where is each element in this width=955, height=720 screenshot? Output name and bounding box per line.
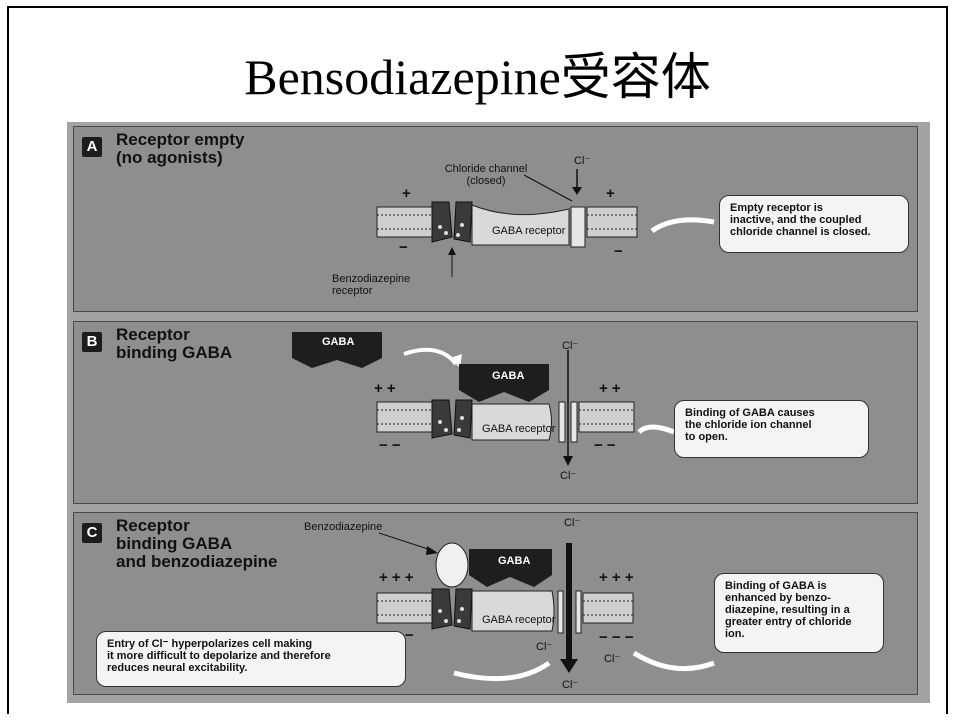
gaba-free-label: GABA <box>322 336 355 348</box>
membrane-left <box>376 206 433 238</box>
panel-b: B Receptor binding GABA <box>73 321 918 504</box>
callout-b-arrow <box>637 424 675 435</box>
gaba-receptor-shape <box>471 403 552 441</box>
panel-a-plus-right: + <box>606 185 615 202</box>
gaba-bound-label: GABA <box>492 370 525 382</box>
chloride-channel-open <box>558 401 566 443</box>
panel-b-receptor-label: GABA receptor <box>482 423 556 435</box>
panel-b-callout: Binding of GABA causes the chloride ion … <box>674 400 869 458</box>
panel-b-minus-right: − − <box>594 437 616 454</box>
panel-b-badge: B <box>82 332 102 352</box>
panel-c-cl-mid: Cl⁻ <box>562 679 579 691</box>
gaba-receptor-shape <box>471 204 570 246</box>
panel-b-plus-left: + + <box>374 380 396 397</box>
membrane-right <box>586 206 638 238</box>
panel-c-minus-right: − − − <box>599 629 634 646</box>
panel-a-plus-left: + <box>402 185 411 202</box>
membrane-right <box>582 592 634 624</box>
panel-a-diagram <box>376 169 715 277</box>
membrane-left <box>376 401 433 433</box>
panel-c-badge: C <box>82 523 102 543</box>
chloride-channel-pointer <box>523 174 573 202</box>
benzodiazepine-molecule <box>435 542 469 588</box>
chloride-channel-open <box>557 590 564 634</box>
panel-c-plus-left: + + + <box>379 569 414 586</box>
gaba-bound-shape <box>469 549 552 587</box>
panel-c-plus-right: + + + <box>599 569 634 586</box>
panel-a-minus-right: − <box>614 243 623 260</box>
panel-a-title: Receptor empty (no agonists) <box>116 130 245 167</box>
slide-title: Bensodiazepine受容体 <box>244 49 711 105</box>
gaba-label: GABA <box>498 555 531 567</box>
chloride-channel <box>570 206 586 248</box>
callout-a-arrow <box>650 217 715 234</box>
membrane-left <box>376 592 433 624</box>
panel-c-title: Receptor binding GABA and benzodiazepine <box>116 516 278 571</box>
gaba-bound-shape <box>459 364 549 402</box>
gaba-receptor-shape <box>471 590 555 632</box>
panel-a-receptor-label: GABA receptor <box>492 225 566 237</box>
benzodiazepine-receptor-label: Benzodiazepine receptor <box>332 273 411 297</box>
chloride-channel-label: Chloride channel (closed) <box>444 163 528 187</box>
callout-c-right-arrow <box>632 650 715 672</box>
panel-a-badge: A <box>82 137 102 157</box>
panel-b-plus-right: + + <box>599 380 621 397</box>
gaba-free-shape <box>292 332 382 368</box>
benzodiazepine-receptor-shape <box>431 588 473 630</box>
panel-c: C Receptor binding GABA and benzodiazepi… <box>73 512 918 695</box>
panel-c-callout-left: Entry of Cl⁻ hyperpolarizes cell making … <box>96 631 406 687</box>
benzodiazepine-label: Benzodiazepine <box>304 521 383 533</box>
panel-a-cl-label: Cl⁻ <box>574 155 591 167</box>
panel-c-callout-right: Binding of GABA is enhanced by benzo- di… <box>714 573 884 653</box>
panel-c-receptor-label: GABA receptor <box>482 614 556 626</box>
cl-arrow-head <box>572 187 582 195</box>
benzo-pointer-head <box>448 247 456 255</box>
slide-frame <box>7 6 948 714</box>
benzodiazepine-receptor-shape <box>431 399 473 439</box>
panel-c-cl-left: Cl⁻ <box>536 641 553 653</box>
benzodiazepine-pointer <box>378 532 435 552</box>
panel-b-cl-bottom: Cl⁻ <box>560 470 577 482</box>
benzodiazepine-receptor-shape <box>431 201 473 243</box>
gaba-receptor-figure: A Receptor empty (no agonists) <box>67 122 930 703</box>
panel-b-minus-left: − − <box>379 437 401 454</box>
panel-c-cl-right: Cl⁻ <box>604 653 621 665</box>
panel-b-title: Receptor binding GABA <box>116 325 233 362</box>
panel-a-minus-left: − <box>399 239 408 256</box>
panel-a-callout: Empty receptor is inactive, and the coup… <box>719 195 909 253</box>
membrane-right <box>578 401 635 433</box>
panel-c-cl-top: Cl⁻ <box>564 517 581 529</box>
panel-b-cl-top: Cl⁻ <box>562 340 579 352</box>
gaba-move-arrow <box>403 347 458 366</box>
panel-c-diagram <box>376 532 715 682</box>
panel-a: A Receptor empty (no agonists) <box>73 126 918 312</box>
panel-b-diagram <box>292 332 675 466</box>
callout-c-left-arrow <box>453 660 551 682</box>
